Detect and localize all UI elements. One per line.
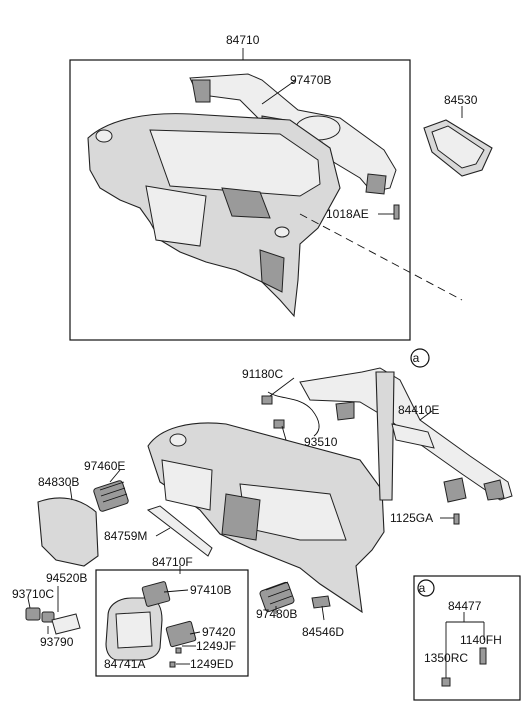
wiring-harness xyxy=(261,391,320,437)
screw-1249ED xyxy=(169,661,176,668)
label-1018AE: 1018AE xyxy=(326,207,369,221)
label-84759M: 84759M xyxy=(104,529,147,543)
inset-a-frame xyxy=(413,575,521,701)
label-97480B: 97480B xyxy=(256,607,297,621)
label-97470B: 97470B xyxy=(290,73,331,87)
bracket-84759M xyxy=(146,505,213,557)
fastener-1350RC xyxy=(441,677,451,687)
fastener-1140FH xyxy=(479,647,487,665)
label-1140FH: 1140FH xyxy=(460,633,502,647)
crash-pad-upper xyxy=(87,113,341,318)
label-84741A: 84741A xyxy=(104,657,145,671)
dash-leader-84530 xyxy=(299,213,463,301)
vent-97420 xyxy=(165,620,197,648)
label-97460E: 97460E xyxy=(84,459,125,473)
upper-assembly-group xyxy=(69,48,463,341)
label-93510: 93510 xyxy=(304,435,338,449)
label-97420: 97420 xyxy=(202,625,236,639)
inset-a-circle xyxy=(417,579,435,597)
cowl-cross-bar xyxy=(299,367,513,503)
label-group: 84710 97470B 84530 1018AE 91180C a 84410… xyxy=(12,33,502,671)
upper-assembly-frame xyxy=(69,59,411,341)
vent-97460E xyxy=(93,480,129,512)
label-callout-a: a xyxy=(413,351,420,365)
label-84530: 84530 xyxy=(444,93,478,107)
screw-1018AE xyxy=(378,204,400,220)
label-1249JF: 1249JF xyxy=(196,639,236,653)
screw-1249JF xyxy=(175,647,182,654)
callout-a-circle xyxy=(410,348,430,368)
label-97410B: 97410B xyxy=(190,583,231,597)
label-84710: 84710 xyxy=(226,33,260,47)
cover-84530 xyxy=(423,106,493,177)
label-84410E: 84410E xyxy=(398,403,439,417)
label-84710F: 84710F xyxy=(152,555,193,569)
label-1125GA: 1125GA xyxy=(390,511,433,525)
label-84830B: 84830B xyxy=(38,475,79,489)
label-1350RC: 1350RC xyxy=(424,651,468,665)
label-93790: 93790 xyxy=(40,635,74,649)
label-84477: 84477 xyxy=(448,599,482,613)
label-91180C: 91180C xyxy=(242,367,283,381)
label-93710C: 93710C xyxy=(12,587,54,601)
center-fascia-frame xyxy=(95,569,249,677)
label-84546D: 84546D xyxy=(302,625,344,639)
lower-assembly-group xyxy=(25,79,521,701)
screw-1125GA xyxy=(453,513,460,525)
vent-97480B xyxy=(259,581,295,613)
label-inset-a: a xyxy=(419,581,426,595)
switch-group xyxy=(25,607,81,635)
cluster-fascia xyxy=(37,497,99,567)
label-1249ED: 1249ED xyxy=(190,657,234,671)
clip-84546D xyxy=(311,595,331,609)
vent-97410B xyxy=(141,581,171,607)
label-94520B: 94520B xyxy=(46,571,87,585)
